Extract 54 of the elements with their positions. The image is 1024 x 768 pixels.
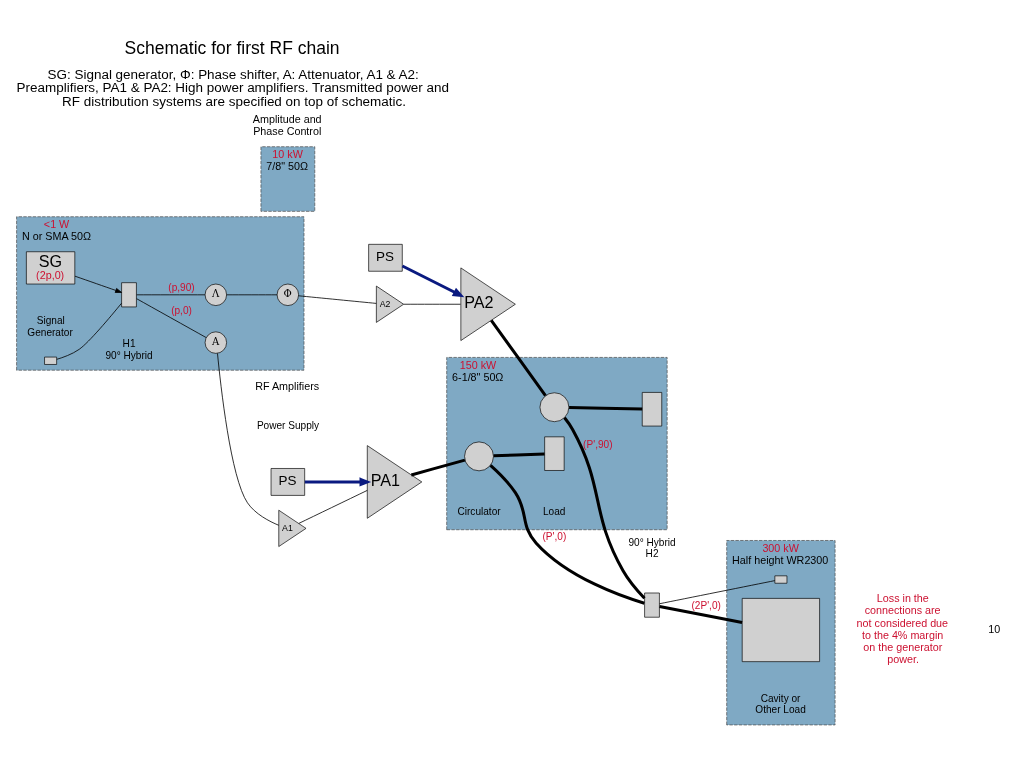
label: RF Amplifiers [255, 380, 320, 393]
node-box: PS [270, 468, 306, 496]
node-label: Load [542, 505, 566, 517]
node-box [544, 436, 565, 471]
node-circle: A [204, 331, 227, 354]
connector [490, 319, 547, 397]
connector [298, 490, 368, 524]
edge-label: (2P',0) [691, 600, 721, 612]
node-box [121, 282, 137, 308]
node-box [44, 356, 57, 365]
edge-label: (P',0) [542, 530, 567, 542]
node-box [644, 592, 660, 618]
connector [659, 580, 776, 605]
node-box [741, 598, 820, 662]
node-box: SG (2p,0) [26, 251, 76, 285]
node-circle [464, 441, 494, 472]
node-label: Circulator [457, 505, 501, 517]
connector [298, 295, 377, 304]
node-label: 90° Hybrid [105, 349, 153, 361]
arrow [401, 264, 465, 298]
edge-label: (p,90) [168, 282, 195, 294]
node-circle: Λ [204, 283, 227, 306]
node-box: PS [368, 244, 403, 272]
connector [56, 302, 122, 360]
connector [217, 353, 280, 526]
diagram-title: Schematic for first RF chain [124, 37, 340, 58]
connector [489, 464, 645, 605]
node-label: Power Supply [256, 420, 320, 432]
label: Loss in the connections are not considered due to the 4% margin on the generator power. [856, 592, 949, 665]
node-box [641, 392, 663, 427]
connector [136, 298, 207, 338]
arrow [304, 477, 372, 487]
label: Amplitude and Phase Control [252, 113, 322, 138]
node-box: 10 kW 7/8" 50Ω [260, 146, 316, 212]
edge-label: (p,0) [171, 305, 192, 317]
node-label: 90° Hybrid [628, 536, 676, 548]
connector [226, 294, 278, 296]
node-label: Signal Generator [27, 315, 73, 338]
arrow [74, 275, 122, 293]
node-label: H1 [122, 338, 136, 350]
node-label: H2 [645, 548, 659, 560]
connector [659, 604, 743, 625]
node-box [774, 575, 788, 584]
caption: SG: Signal generator, Φ: Phase shifter, A: Attenuator, A1 & A2: Preamplifiers, PA1 & PA2: High power amplifiers. Transmitted power and RF distribution systems are specified on top of schematic. [16, 66, 450, 109]
node-label: Cavity or Other Load [755, 693, 806, 716]
connector [136, 294, 206, 296]
node-circle [539, 392, 570, 423]
node-circle: Φ [276, 283, 299, 306]
connector [569, 406, 643, 411]
label: 10 [988, 622, 1001, 635]
connector [563, 416, 646, 600]
connector [493, 452, 545, 458]
connector [403, 303, 461, 305]
edge-label: (P',90) [583, 439, 613, 451]
